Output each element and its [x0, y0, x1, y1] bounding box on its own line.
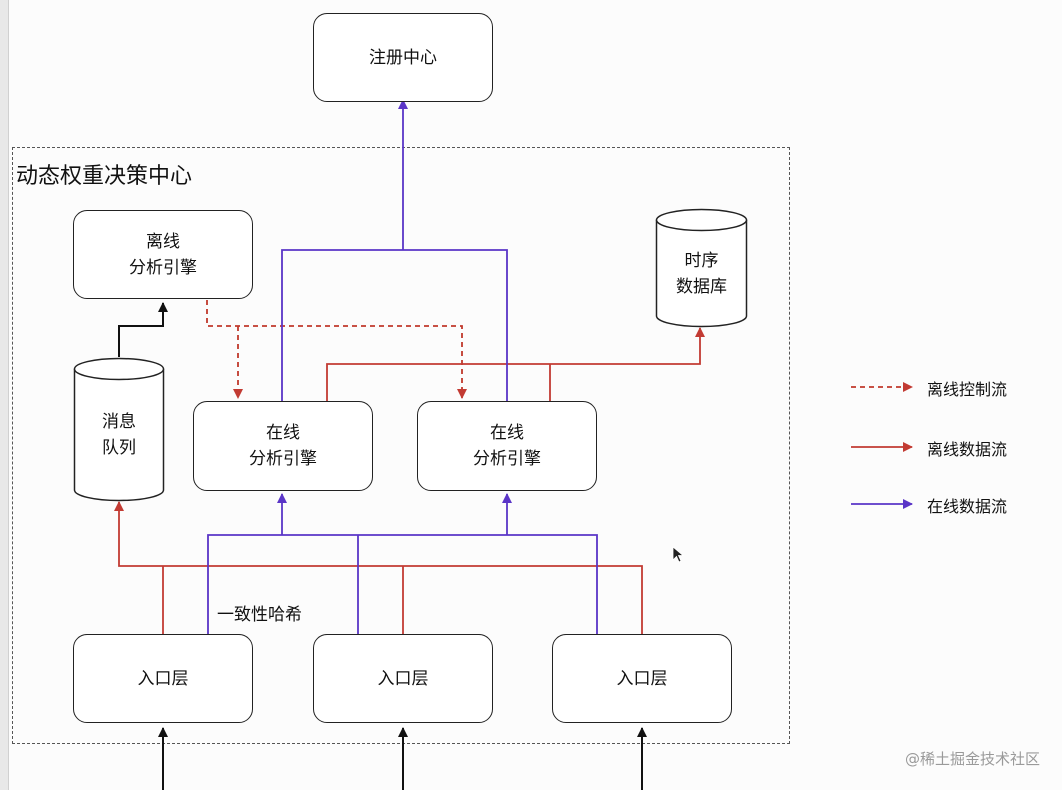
edge-offline-control [206, 300, 467, 399]
online-engine-2-line-1: 在线 [490, 423, 524, 443]
queue-cylinder-icon [73, 357, 165, 502]
mq-line-2: 队列 [102, 437, 136, 458]
entry-layer-2-label: 入口层 [377, 668, 429, 689]
online-engine-1-line-1: 在线 [266, 423, 300, 443]
edge-online-data [207, 99, 598, 634]
edge-external-inputs [158, 727, 647, 790]
time-series-db-node: 时序 数据库 [655, 208, 748, 328]
online-engine-2-line-2: 分析引擎 [473, 449, 541, 469]
entry-layer-3-label: 入口层 [616, 668, 668, 689]
group-title: 动态权重决策中心 [16, 164, 193, 189]
window-left-edge [0, 0, 9, 790]
registry-center-label: 注册中心 [369, 47, 437, 68]
tsdb-line-1: 时序 [684, 251, 719, 271]
legend-lines [851, 382, 913, 509]
legend-offline-control: 离线控制流 [927, 380, 1008, 399]
online-analysis-engine-node-2: 在线 分析引擎 [417, 401, 597, 491]
edge-mq-to-offline [118, 302, 168, 357]
online-engine-1-line-2: 分析引擎 [249, 449, 317, 469]
online-analysis-engine-node-1: 在线 分析引擎 [193, 401, 373, 491]
message-queue-node: 消息 队列 [73, 357, 165, 502]
mouse-cursor-icon [672, 546, 684, 563]
brand-watermark: @稀土掘金技术社区 [904, 750, 1040, 768]
edge-offline-data [114, 327, 705, 634]
database-cylinder-icon [655, 208, 748, 328]
offline-engine-line-1: 离线 [146, 231, 180, 252]
legend-offline-data: 离线数据流 [927, 440, 1008, 459]
entry-layer-node-3: 入口层 [552, 634, 732, 723]
entry-layer-node-1: 入口层 [73, 634, 253, 723]
legend-online-data: 在线数据流 [927, 497, 1008, 516]
tsdb-line-2: 数据库 [676, 277, 727, 297]
offline-analysis-engine-node: 离线 分析引擎 [73, 210, 253, 299]
offline-engine-line-2: 分析引擎 [129, 257, 197, 278]
entry-layer-node-2: 入口层 [313, 634, 493, 723]
mq-line-1: 消息 [102, 411, 136, 432]
consistent-hash-label: 一致性哈希 [217, 605, 302, 625]
group-dynamic-weight-center [12, 147, 790, 744]
registry-center-node: 注册中心 [313, 13, 493, 102]
entry-layer-1-label: 入口层 [137, 668, 189, 689]
